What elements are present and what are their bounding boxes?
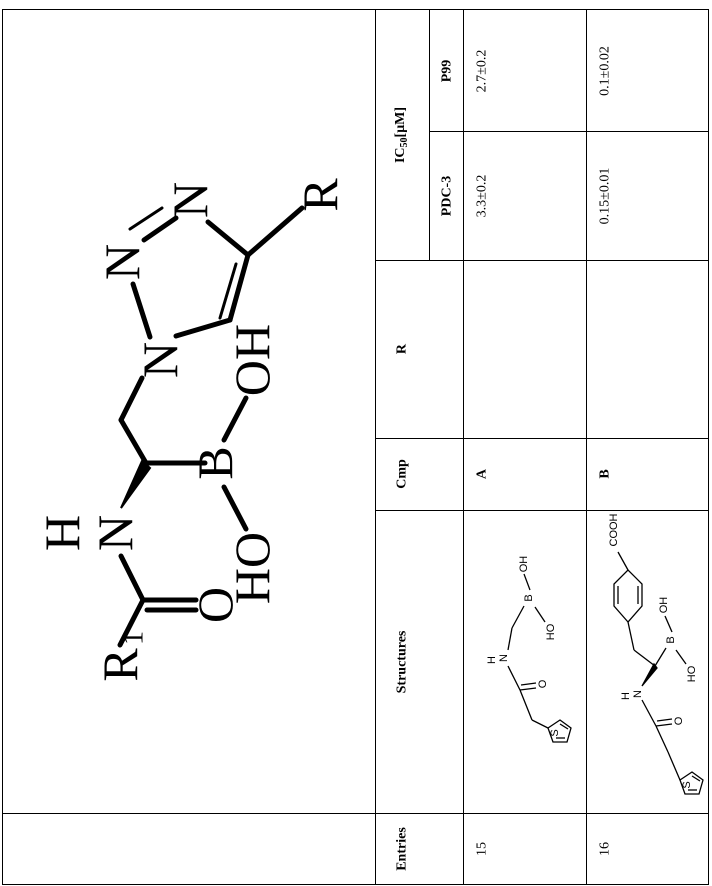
label-s: S (681, 781, 693, 788)
label-b: B (665, 636, 677, 643)
cell-entry: 16 (598, 842, 613, 856)
bond-ch2-c (519, 689, 533, 721)
header-r: R (395, 343, 410, 354)
atom-n1: N (132, 342, 188, 378)
atom-r1: R (92, 648, 148, 682)
label-ho: HO (686, 665, 698, 682)
atom-n3: N (162, 182, 218, 218)
structure-a: S H N O B HO OH (486, 556, 572, 743)
bond-c-n (507, 665, 521, 691)
bond-c4-r (245, 205, 305, 258)
bond-calpha-ch2 (118, 417, 149, 466)
bond-r1-c (117, 597, 146, 648)
bond-c5-n1 (173, 317, 233, 339)
scaffold-atom-labels: R 1 O N H B HO OH N N N R (34, 178, 348, 682)
thiophene-ring (679, 771, 704, 795)
wedge-bond (120, 459, 152, 509)
header-entries: Entries (395, 827, 410, 871)
bond-n2-n3-double (128, 206, 164, 231)
table-header: Entries Structures Cmp R IC50[μM] PDC-3 … (393, 60, 455, 871)
bond-n-ch2 (507, 627, 513, 651)
header-cmp: Cmp (395, 459, 410, 489)
cell-p99: 2.7±0.2 (475, 50, 490, 93)
label-oh: OH (518, 556, 530, 573)
bond-co-1 (655, 723, 673, 727)
label-cooh: COOH (608, 513, 620, 546)
bond-ch2-c (655, 725, 669, 753)
wedge-bond (641, 662, 658, 687)
bond-co-2 (520, 682, 537, 686)
label-ho: HO (545, 623, 557, 640)
label-o: O (537, 679, 549, 688)
bond-b-ho (675, 649, 687, 665)
bond-b-oh (523, 573, 531, 591)
atom-r1-subscript: 1 (119, 631, 150, 645)
structure-b: S H N O B HO OH COOH (608, 513, 704, 795)
table-row: 16 B 0.15±0.01 0.1±0.02 (598, 46, 704, 856)
cell-p99: 0.1±0.02 (598, 46, 613, 96)
cell-cmp: A (475, 468, 490, 479)
bond-ch2-n1 (118, 375, 145, 423)
atom-n2: N (94, 244, 150, 280)
table-grid (2, 9, 709, 885)
label-oh: OH (658, 597, 670, 614)
header-pdc3: PDC-3 (440, 176, 455, 216)
cell-entry: 15 (475, 842, 490, 856)
atom-oh: OH (224, 324, 280, 396)
bond-co-2 (656, 718, 673, 722)
bond-n2-n3 (141, 215, 179, 243)
bond-b-oh (664, 615, 673, 633)
bond-ch2-b (511, 605, 525, 629)
bond-n1-n2 (130, 281, 153, 340)
bond-n3-c4 (205, 219, 251, 258)
ring-double-2 (559, 723, 569, 730)
table-row: 15 A 3.3±0.2 2.7±0.2 (475, 50, 572, 856)
bond-c-n (118, 553, 146, 603)
bond-c-n (641, 699, 657, 727)
header-ic50: IC50[μM] (393, 107, 410, 163)
atom-boron: B (187, 446, 243, 479)
label-n: N (632, 690, 644, 698)
thiophene-ring (547, 719, 572, 743)
label-n: N (498, 654, 510, 662)
label-h: H (620, 692, 632, 700)
bond-c-b (654, 647, 667, 667)
atom-n-amide: N (87, 515, 143, 551)
header-structures: Structures (395, 630, 410, 693)
label-b: B (523, 594, 535, 601)
ring-double-2 (691, 775, 701, 782)
label-o: O (673, 716, 685, 725)
bond-b-ho (534, 606, 546, 623)
label-h: H (486, 656, 498, 664)
bond-ch2-aryl (627, 621, 635, 651)
atom-r: R (292, 178, 348, 212)
bond-c-ch2 (633, 649, 656, 667)
bond-ring-ch2 (667, 751, 681, 781)
bond-c4-c5-double (218, 262, 238, 320)
bond-aryl-cooh (617, 551, 629, 571)
cell-cmp: B (598, 469, 613, 478)
label-s: S (549, 729, 561, 736)
atom-o-carbonyl: O (187, 587, 243, 623)
header-p99: P99 (440, 60, 455, 83)
scaffold-structure (117, 205, 305, 648)
atom-ho: HO (224, 532, 280, 604)
table-border (2, 9, 709, 885)
bond-co-1 (519, 687, 537, 691)
cell-pdc3: 3.3±0.2 (475, 175, 490, 218)
bond-c4-c5 (227, 252, 251, 323)
atom-h-amide: H (34, 515, 90, 551)
bond-b-oh (221, 395, 249, 443)
cell-pdc3: 0.15±0.01 (598, 168, 613, 225)
bond-b-ho (221, 484, 249, 532)
bond-ring-ch2 (531, 719, 549, 729)
